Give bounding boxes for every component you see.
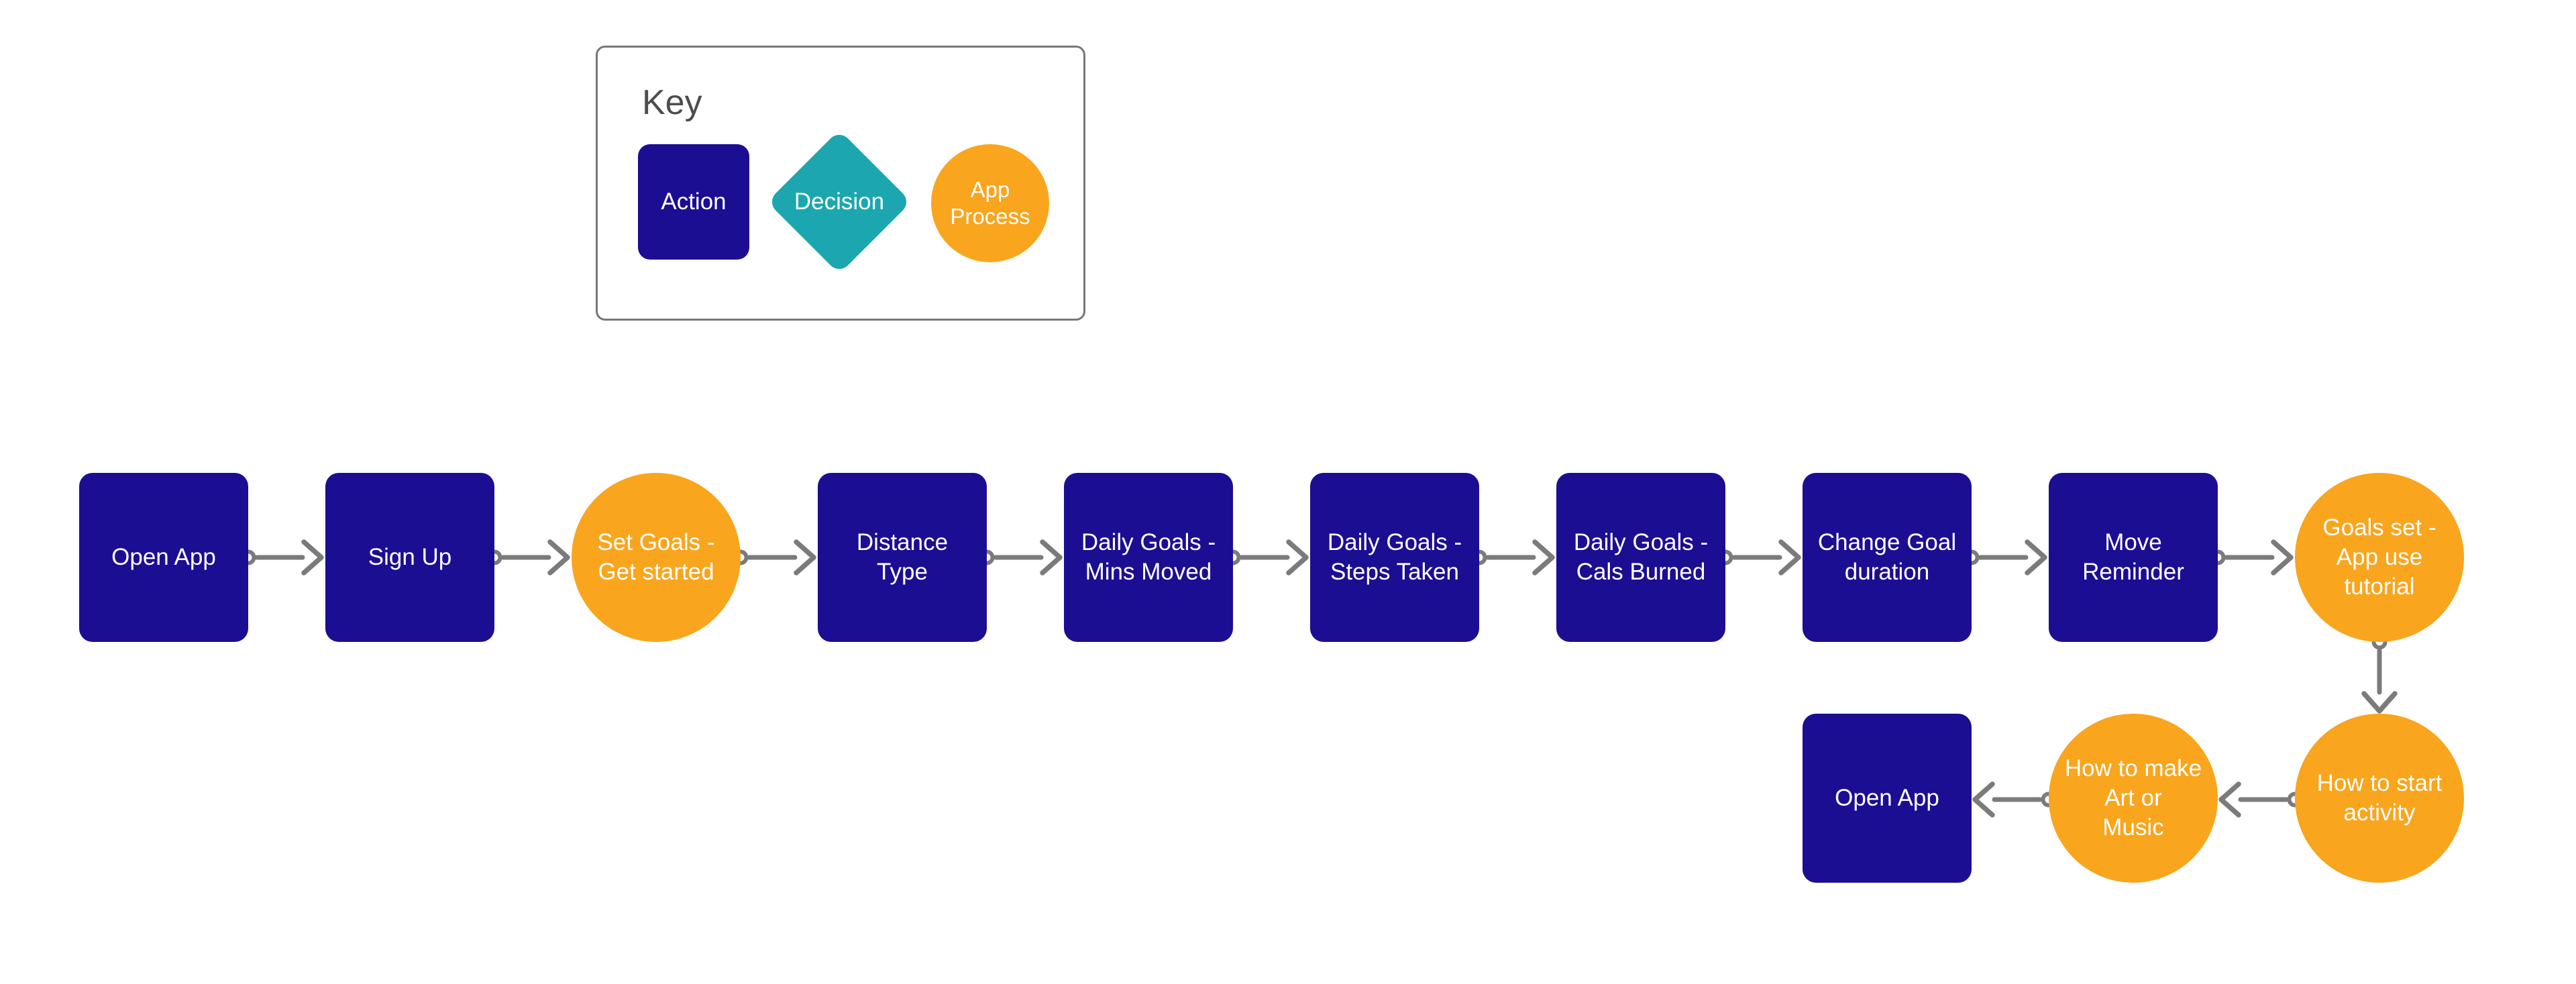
- node-label: Daily Goals - Cals Burned: [1573, 529, 1709, 585]
- key-title: Key: [642, 83, 702, 122]
- node-label: Open App: [1835, 785, 1939, 811]
- connector-mins-moved-to-steps-taken[interactable]: [1225, 539, 1309, 576]
- connector-goals-set-to-how-to-start[interactable]: [2361, 634, 2398, 714]
- node-label: Goals set - App use tutorial: [2322, 514, 2436, 600]
- node-label: Change Goal duration: [1817, 529, 1957, 585]
- connector-set-goals-to-distance-type[interactable]: [733, 539, 816, 576]
- key-process-shape: App Process: [931, 144, 1049, 262]
- node-label: Open App: [111, 544, 216, 570]
- node-how-to-make-art-or-music[interactable]: How to make Art or Music: [2049, 714, 2218, 883]
- node-daily-goals-mins-moved[interactable]: Daily Goals - Mins Moved: [1064, 473, 1233, 642]
- connector-steps-taken-to-cals-burned[interactable]: [1471, 539, 1555, 576]
- connector-move-reminder-to-goals-set[interactable]: [2210, 539, 2294, 576]
- node-how-to-start-activity[interactable]: How to start activity: [2295, 714, 2464, 883]
- node-open-app-2[interactable]: Open App: [1803, 714, 1972, 883]
- node-move-reminder[interactable]: Move Reminder: [2049, 473, 2218, 642]
- node-change-goal-duration[interactable]: Change Goal duration: [1803, 473, 1972, 642]
- node-distance-type[interactable]: Distance Type: [818, 473, 987, 642]
- connector-cals-burned-to-change-goal[interactable]: [1717, 539, 1801, 576]
- node-sign-up[interactable]: Sign Up: [325, 473, 494, 642]
- connector-open-app-to-sign-up[interactable]: [240, 539, 324, 576]
- key-decision-label: Decision: [794, 188, 885, 215]
- node-label: Distance Type: [856, 529, 949, 585]
- connector-art-or-music-to-open-app[interactable]: [1972, 781, 2057, 818]
- node-label: Daily Goals - Mins Moved: [1081, 529, 1216, 585]
- key-action-label: Action: [661, 188, 727, 215]
- node-label: How to make Art or Music: [2064, 755, 2202, 840]
- node-daily-goals-steps-taken[interactable]: Daily Goals - Steps Taken: [1310, 473, 1479, 642]
- connector-distance-type-to-mins-moved[interactable]: [979, 539, 1063, 576]
- node-label: How to start activity: [2316, 770, 2443, 826]
- node-goals-set-app-use-tutorial[interactable]: Goals set - App use tutorial: [2295, 473, 2464, 642]
- connector-how-to-start-to-art-or-music[interactable]: [2218, 781, 2303, 818]
- key-legend: Key Action Decision App Process: [596, 46, 1085, 321]
- key-process-label: App Process: [950, 177, 1030, 229]
- node-label: Set Goals - Get started: [597, 529, 715, 585]
- node-open-app[interactable]: Open App: [79, 473, 248, 642]
- node-label: Move Reminder: [2082, 529, 2184, 585]
- connector-sign-up-to-set-goals[interactable]: [486, 539, 570, 576]
- connector-change-goal-to-move-reminder[interactable]: [1964, 539, 2047, 576]
- key-action-shape: Action: [638, 144, 749, 260]
- node-daily-goals-cals-burned[interactable]: Daily Goals - Cals Burned: [1556, 473, 1725, 642]
- node-label: Sign Up: [368, 544, 452, 570]
- node-set-goals-get-started[interactable]: Set Goals - Get started: [572, 473, 741, 642]
- node-label: Daily Goals - Steps Taken: [1327, 529, 1462, 585]
- key-decision-label-box: Decision: [767, 151, 912, 253]
